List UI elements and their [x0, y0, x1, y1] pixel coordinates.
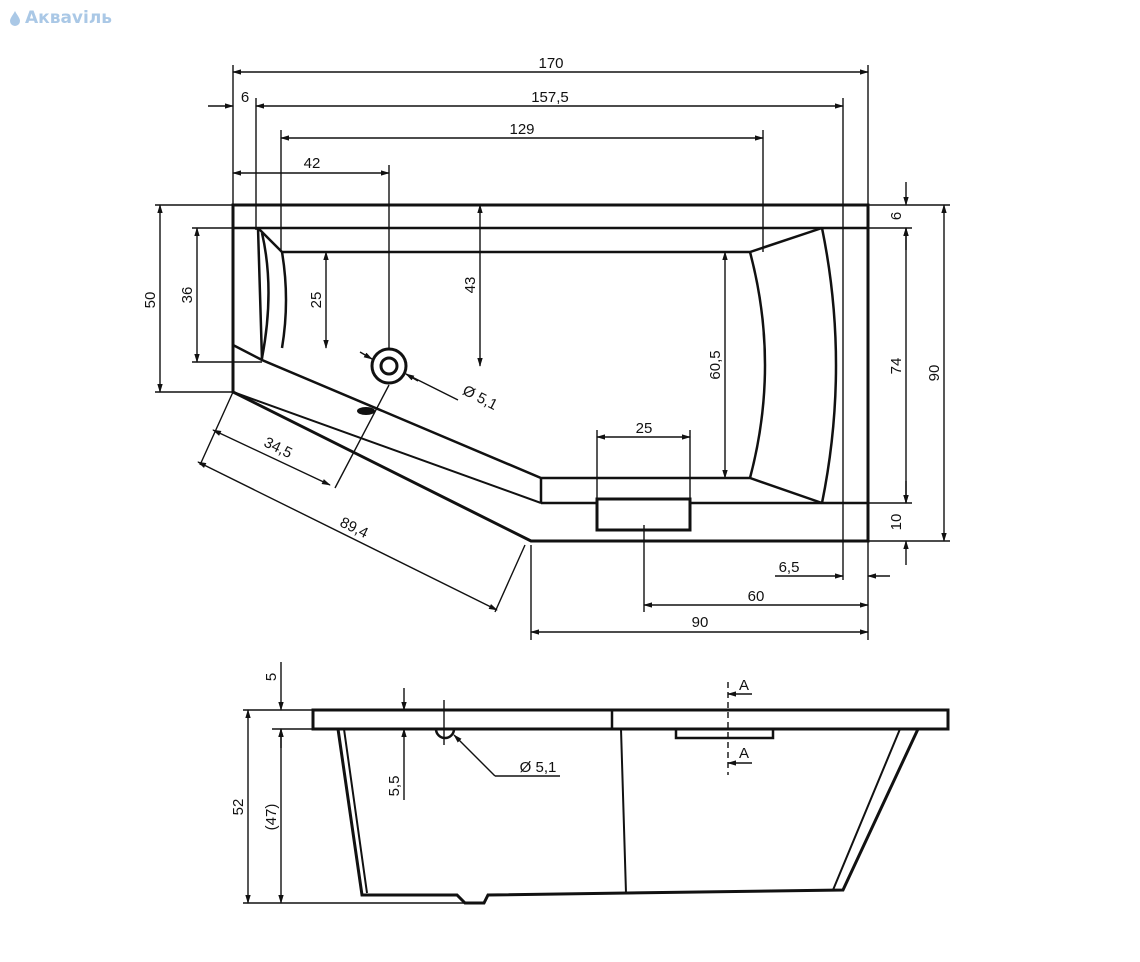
- side-overflow-hole-icon: [434, 728, 456, 740]
- drain-outer-icon: [370, 347, 408, 385]
- dim-overflow-width: 25: [636, 420, 653, 437]
- side-overflow-plate: [674, 727, 775, 740]
- side-view-dimensions: [243, 662, 752, 904]
- tub-outline-top: [231, 203, 870, 543]
- rim-inner-line: [231, 226, 868, 505]
- basin-outline: [232, 226, 823, 505]
- brand-logo: Акваviль: [8, 8, 112, 28]
- dim-inner-length: 157,5: [531, 89, 569, 106]
- basin-left-curve: [260, 232, 288, 359]
- section-mark-bottom: A: [739, 745, 749, 762]
- side-rim: [311, 708, 950, 731]
- dim-rim-left: 6: [241, 89, 249, 106]
- dim-rim-top: 6: [888, 212, 905, 220]
- dim-rim-thickness: 5: [263, 673, 280, 681]
- dim-drain-diameter: Ø 5,1: [460, 382, 500, 414]
- dim-total-height: 52: [230, 799, 247, 816]
- dim-drain-from-wall: 25: [308, 292, 325, 309]
- dim-overall-length: 170: [538, 55, 563, 72]
- section-mark-top: A: [739, 677, 749, 694]
- side-view: [311, 708, 950, 905]
- dim-inner-width: 74: [888, 358, 905, 375]
- dim-drain-depth-top: 43: [462, 277, 479, 294]
- drain-inner-icon: [379, 356, 399, 376]
- side-view-labels: 5 52 (47) 5,5 Ø 5,1 A A: [230, 673, 749, 831]
- dim-diag-short: 34,5: [261, 434, 295, 462]
- dim-overall-width: 90: [926, 365, 943, 382]
- dim-basin-length: 129: [509, 121, 534, 138]
- dim-rim-right: 6,5: [779, 559, 800, 576]
- dim-front-length: 90: [692, 614, 709, 631]
- dim-width-short: 50: [142, 292, 159, 309]
- top-view: [231, 203, 870, 543]
- dim-basin-width-short: 36: [179, 287, 196, 304]
- dim-overflow-height: 5,5: [386, 776, 403, 797]
- top-view-dimensions: [155, 65, 950, 640]
- side-body: [336, 728, 920, 905]
- dim-inner-height: (47): [263, 804, 280, 831]
- drop-icon: [10, 11, 20, 26]
- dim-drain-offset: 42: [304, 155, 321, 172]
- dim-diag-long: 89,4: [337, 514, 371, 542]
- dim-basin-width-long: 60,5: [707, 350, 724, 379]
- brand-name: Акваviль: [25, 8, 113, 28]
- overflow-hole-icon: [357, 407, 375, 415]
- dim-rim-bottom: 10: [888, 514, 905, 531]
- side-body-inner: [343, 728, 901, 894]
- dim-overflow-diameter: Ø 5,1: [520, 759, 557, 776]
- dim-overflow-offset: 60: [748, 588, 765, 605]
- basin-right-curve: [748, 227, 838, 504]
